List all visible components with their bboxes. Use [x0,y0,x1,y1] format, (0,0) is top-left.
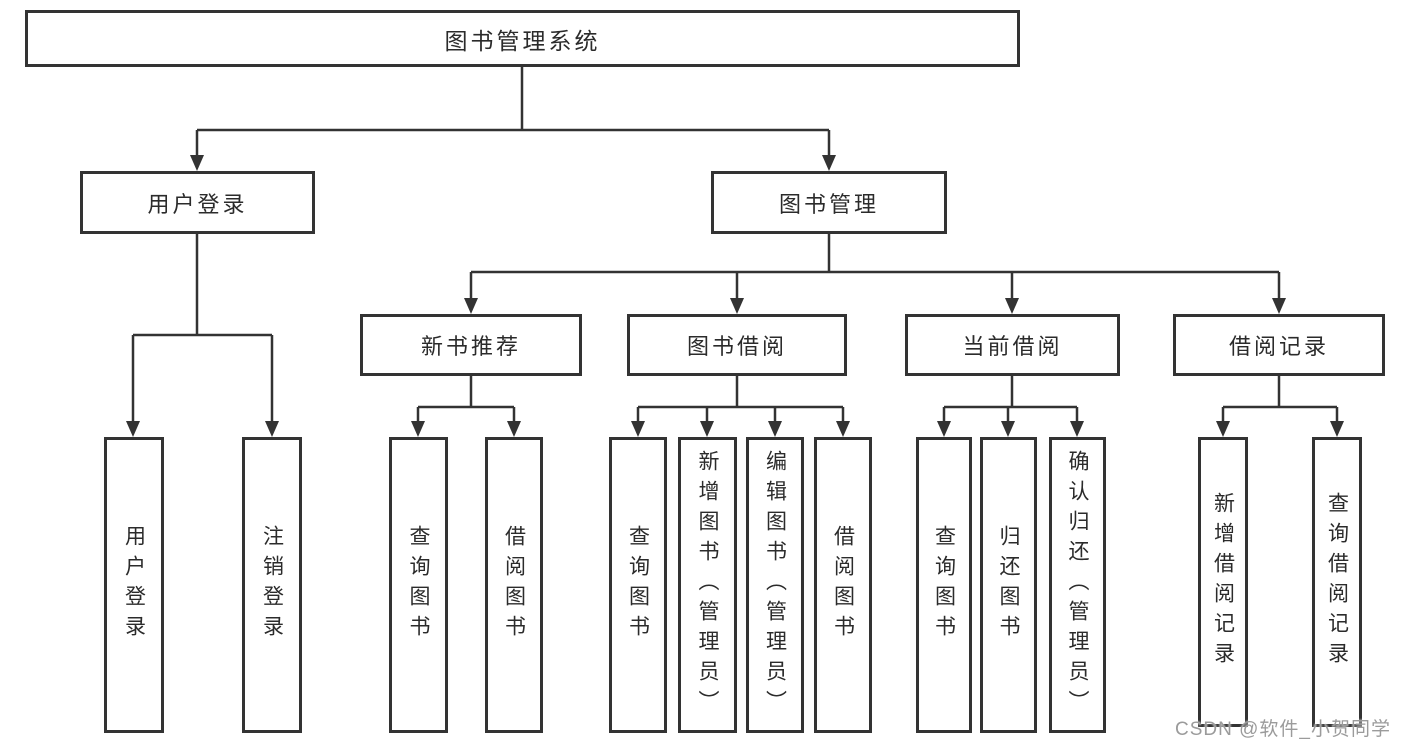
leaf-logout: 注销登录 [242,437,302,733]
node-new-book-recommend: 新书推荐 [360,314,582,376]
node-current-borrow: 当前借阅 [905,314,1120,376]
leaf-return-books: 归还图书 [980,437,1037,733]
leaf-borrow-books-recommend: 借阅图书 [485,437,543,733]
leaf-query-books-current: 查询图书 [916,437,972,733]
leaf-return-books-label: 归还图书 [997,525,1020,645]
node-root-system: 图书管理系统 [25,10,1020,67]
leaf-query-borrow-record: 查询借阅记录 [1312,437,1362,727]
leaf-add-borrow-record-label: 新增借阅记录 [1211,492,1235,672]
leaf-query-books-recommend-label: 查询图书 [407,525,430,645]
leaf-query-books-current-label: 查询图书 [932,525,956,645]
leaf-query-books-borrow-label: 查询图书 [626,525,650,645]
node-book-management-label: 图书管理 [778,191,879,217]
node-book-borrow: 图书借阅 [627,314,847,376]
node-borrow-records: 借阅记录 [1173,314,1385,376]
leaf-query-borrow-record-label: 查询借阅记录 [1325,492,1349,672]
leaf-add-borrow-record: 新增借阅记录 [1198,437,1248,727]
leaf-borrow-books-recommend-label: 借阅图书 [502,525,526,645]
node-root-label: 图书管理系统 [444,27,601,54]
leaf-add-books-admin-label: 新增图书（管理员） [696,450,719,720]
leaf-confirm-return-admin-label: 确认归还（管理员） [1066,450,1089,720]
leaf-user-login: 用户登录 [104,437,164,733]
leaf-borrow-books-label: 借阅图书 [831,525,855,645]
leaf-edit-books-admin-label: 编辑图书（管理员） [763,450,787,720]
leaf-query-books-recommend: 查询图书 [389,437,448,733]
leaf-borrow-books: 借阅图书 [814,437,872,733]
node-borrow-records-label: 借阅记录 [1228,334,1329,359]
leaf-confirm-return-admin: 确认归还（管理员） [1049,437,1106,733]
node-user-login: 用户登录 [80,171,315,234]
leaf-user-login-label: 用户登录 [122,525,146,645]
leaf-add-books-admin: 新增图书（管理员） [678,437,737,733]
node-user-login-label: 用户登录 [147,191,248,217]
node-new-book-recommend-label: 新书推荐 [420,334,521,359]
node-book-borrow-label: 图书借阅 [686,334,787,359]
csdn-watermark: CSDN @软件_小贺同学 [1175,719,1391,740]
leaf-query-books-borrow: 查询图书 [609,437,667,733]
node-book-management: 图书管理 [711,171,947,234]
leaf-edit-books-admin: 编辑图书（管理员） [746,437,804,733]
leaf-logout-label: 注销登录 [260,525,284,645]
node-current-borrow-label: 当前借阅 [962,334,1063,359]
